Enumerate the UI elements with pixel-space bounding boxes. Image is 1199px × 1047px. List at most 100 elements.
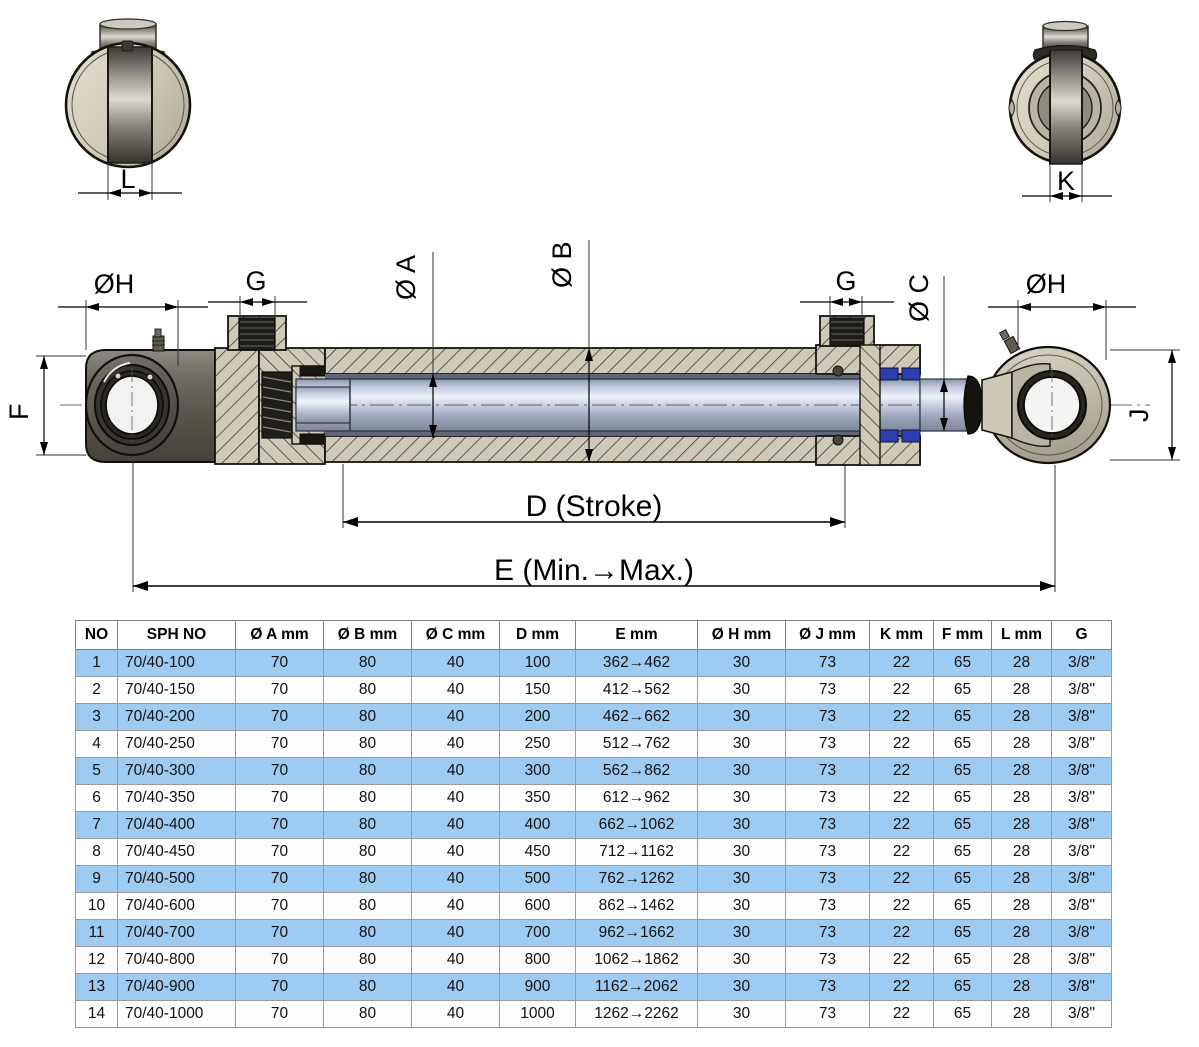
cell-c: 40 bbox=[411, 919, 500, 947]
cell-e: 1062→1862 bbox=[575, 946, 698, 974]
cell-b: 80 bbox=[323, 649, 412, 677]
cell-no: 4 bbox=[75, 730, 118, 758]
cell-f: 65 bbox=[933, 946, 992, 974]
cell-c: 40 bbox=[411, 973, 500, 1001]
cell-l: 28 bbox=[991, 865, 1052, 893]
specification-table: NO SPH NO Ø A mm Ø B mm Ø C mm D mm E mm… bbox=[75, 620, 1112, 1028]
cell-d: 100 bbox=[499, 649, 576, 677]
dim-label-b: Ø B bbox=[547, 241, 577, 288]
cell-j: 73 bbox=[785, 865, 870, 893]
cell-a: 70 bbox=[235, 1000, 324, 1028]
cell-a: 70 bbox=[235, 649, 324, 677]
cell-sph: 70/40-1000 bbox=[117, 1000, 236, 1028]
cell-e: 612→962 bbox=[575, 784, 698, 812]
cell-g: 3/8" bbox=[1051, 973, 1112, 1001]
cell-h: 30 bbox=[697, 865, 786, 893]
cell-e: 562→862 bbox=[575, 757, 698, 785]
cell-f: 65 bbox=[933, 676, 992, 704]
dim-f-left: F bbox=[4, 355, 86, 456]
cell-f: 65 bbox=[933, 865, 992, 893]
cell-k: 22 bbox=[869, 1000, 934, 1028]
cell-no: 14 bbox=[75, 1000, 118, 1028]
col-header-no: NO bbox=[75, 620, 118, 650]
cell-b: 80 bbox=[323, 703, 412, 731]
col-header-c: Ø C mm bbox=[411, 620, 500, 650]
col-header-k: K mm bbox=[869, 620, 934, 650]
cell-sph: 70/40-450 bbox=[117, 838, 236, 866]
cell-g: 3/8" bbox=[1051, 676, 1112, 704]
cell-b: 80 bbox=[323, 1000, 412, 1028]
dim-label-c: Ø C bbox=[904, 274, 934, 322]
cell-f: 65 bbox=[933, 838, 992, 866]
cell-sph: 70/40-400 bbox=[117, 811, 236, 839]
cell-c: 40 bbox=[411, 811, 500, 839]
cell-c: 40 bbox=[411, 865, 500, 893]
cell-f: 65 bbox=[933, 892, 992, 920]
cell-j: 73 bbox=[785, 676, 870, 704]
cell-a: 70 bbox=[235, 676, 324, 704]
cell-g: 3/8" bbox=[1051, 838, 1112, 866]
col-header-h: Ø H mm bbox=[697, 620, 786, 650]
cell-l: 28 bbox=[991, 973, 1052, 1001]
dim-label-g-right: G bbox=[835, 266, 856, 296]
col-header-d: D mm bbox=[499, 620, 576, 650]
cell-l: 28 bbox=[991, 892, 1052, 920]
cell-d: 450 bbox=[499, 838, 576, 866]
cell-no: 10 bbox=[75, 892, 118, 920]
cell-c: 40 bbox=[411, 1000, 500, 1028]
cell-e: 662→1062 bbox=[575, 811, 698, 839]
dim-label-stroke: D (Stroke) bbox=[526, 490, 663, 523]
dim-label-l: L bbox=[120, 164, 135, 194]
cell-h: 30 bbox=[697, 838, 786, 866]
cell-l: 28 bbox=[991, 730, 1052, 758]
cell-l: 28 bbox=[991, 1000, 1052, 1028]
cell-d: 400 bbox=[499, 811, 576, 839]
cell-l: 28 bbox=[991, 703, 1052, 731]
cell-c: 40 bbox=[411, 946, 500, 974]
cell-g: 3/8" bbox=[1051, 919, 1112, 947]
cell-l: 28 bbox=[991, 784, 1052, 812]
cell-f: 65 bbox=[933, 757, 992, 785]
dim-j-right: J bbox=[1110, 349, 1180, 461]
cell-g: 3/8" bbox=[1051, 892, 1112, 920]
cell-j: 73 bbox=[785, 757, 870, 785]
cell-h: 30 bbox=[697, 676, 786, 704]
cell-l: 28 bbox=[991, 838, 1052, 866]
cell-e: 412→562 bbox=[575, 676, 698, 704]
cell-d: 600 bbox=[499, 892, 576, 920]
cell-d: 500 bbox=[499, 865, 576, 893]
cell-b: 80 bbox=[323, 892, 412, 920]
cell-g: 3/8" bbox=[1051, 703, 1112, 731]
cell-k: 22 bbox=[869, 865, 934, 893]
cylinder-drawing: L K bbox=[4, 18, 1180, 592]
cell-h: 30 bbox=[697, 649, 786, 677]
cell-j: 73 bbox=[785, 649, 870, 677]
dim-overall-e: E (Min.→Max.) bbox=[132, 460, 1056, 592]
cell-k: 22 bbox=[869, 892, 934, 920]
cell-f: 65 bbox=[933, 703, 992, 731]
cell-k: 22 bbox=[869, 757, 934, 785]
dim-label-k: K bbox=[1057, 166, 1075, 196]
left-clevis-eye bbox=[84, 328, 216, 463]
dim-label-h-left: ØH bbox=[94, 269, 135, 299]
cell-h: 30 bbox=[697, 919, 786, 947]
cell-k: 22 bbox=[869, 919, 934, 947]
cell-e: 462→662 bbox=[575, 703, 698, 731]
col-header-j: Ø J mm bbox=[785, 620, 870, 650]
cell-d: 800 bbox=[499, 946, 576, 974]
cell-d: 350 bbox=[499, 784, 576, 812]
cell-h: 30 bbox=[697, 811, 786, 839]
cell-c: 40 bbox=[411, 676, 500, 704]
cell-b: 80 bbox=[323, 676, 412, 704]
cell-h: 30 bbox=[697, 703, 786, 731]
col-header-f: F mm bbox=[933, 620, 992, 650]
cell-d: 1000 bbox=[499, 1000, 576, 1028]
cell-c: 40 bbox=[411, 649, 500, 677]
dim-label-overall: E (Min.→Max.) bbox=[494, 554, 694, 587]
cell-no: 3 bbox=[75, 703, 118, 731]
